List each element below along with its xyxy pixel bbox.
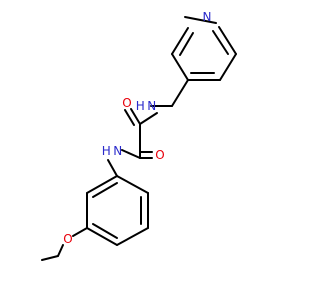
- atom-label-amide-nh-top: H N: [136, 99, 156, 113]
- bond: [130, 108, 141, 125]
- bond: [86, 227, 118, 246]
- bond: [184, 16, 217, 24]
- bond: [92, 223, 118, 239]
- atom-label-pyridine-n: N: [203, 10, 212, 24]
- bond: [179, 32, 194, 56]
- bond: [121, 149, 141, 159]
- bond: [57, 244, 64, 257]
- bond: [218, 26, 237, 55]
- bond: [107, 159, 118, 177]
- atom-label-methoxy-o: O: [63, 232, 72, 246]
- bond: [116, 227, 149, 246]
- bond: [219, 53, 237, 81]
- atom-label-carbonyl-o-right: O: [155, 148, 164, 162]
- atom-label-carbonyl-o-top: O: [122, 96, 131, 110]
- atom-label-amide-nh-left: H N: [102, 144, 122, 158]
- bond: [72, 227, 88, 237]
- bond: [139, 112, 158, 125]
- bonds: [41, 16, 237, 261]
- bond: [171, 53, 189, 81]
- atom-labels: N H N O H N O O: [63, 10, 211, 246]
- bond: [92, 182, 118, 198]
- bond: [171, 27, 189, 55]
- bond: [116, 175, 149, 194]
- bond: [86, 175, 118, 194]
- bond: [124, 109, 135, 126]
- bond: [171, 79, 189, 107]
- bond: [212, 30, 229, 55]
- bond: [41, 255, 59, 261]
- molecule-structure: N H N O H N O O: [41, 10, 237, 261]
